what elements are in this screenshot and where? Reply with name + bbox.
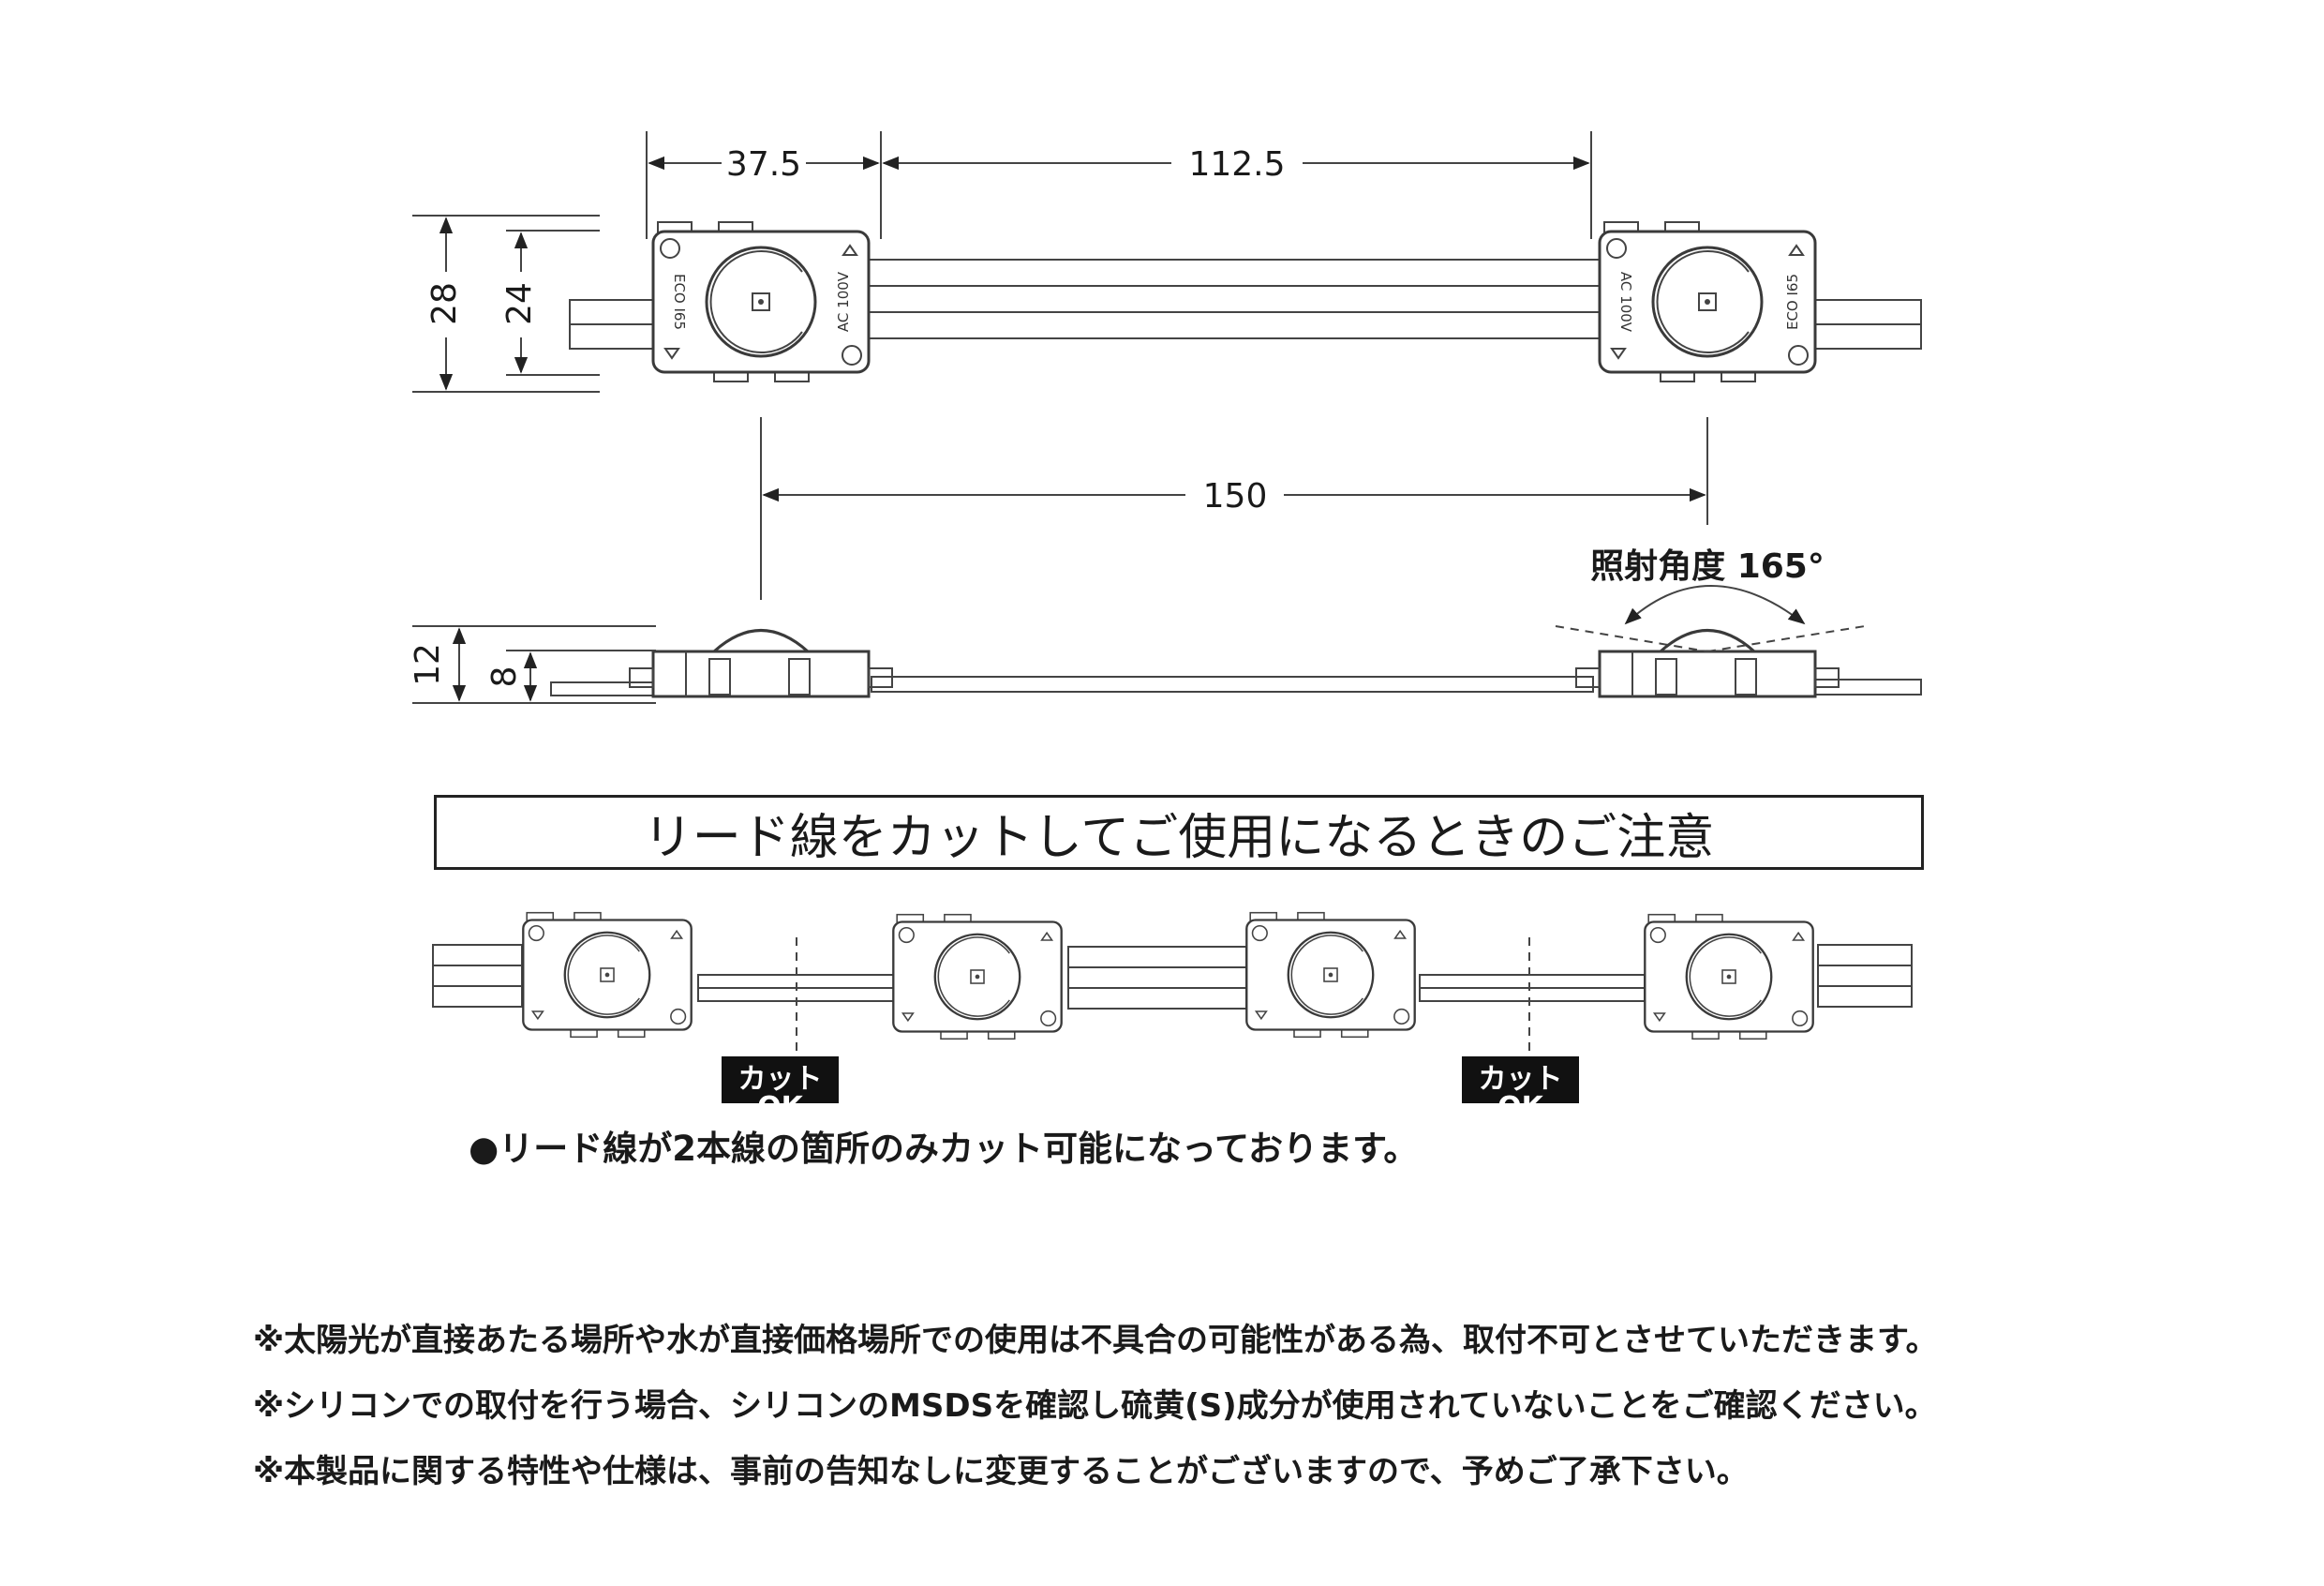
side-height-outer-value: 12 [409,643,447,686]
cut-ok-badge-right: カットOK [1462,1056,1579,1122]
side-height-inner-value: 8 [485,666,524,688]
dimension-side-height-inner: 8 [485,650,656,702]
voltage-label: AC 100V [835,271,852,332]
model-label: ECO I65 [671,274,688,330]
voltage-label: AC 100V [1617,272,1634,333]
notes-list: ※太陽光が直接あたる場所や水が直接価格場所での使用は不具合の可能性がある為、取付… [253,1308,1938,1504]
height-inner-value: 24 [500,282,539,325]
pitch-value: 150 [1203,477,1268,516]
led-module-right: AC 100V ECO I65 [1598,220,1817,383]
left-input-cable [569,299,655,350]
dimension-pitch: 150 [760,417,1708,600]
dimension-module-width: 37.5 [646,131,882,239]
side-view [550,629,1922,698]
beam-angle-label: 照射角度 165° [1590,547,1825,586]
dimension-height-outer: 28 [412,215,600,393]
connecting-cable [866,259,1613,339]
cut-note: ●リード線が2本線の箇所のみカット可能になっております。 [469,1129,1419,1169]
right-output-cable [1812,299,1922,350]
pitch-gap-value: 112.5 [1188,145,1285,184]
cut-ok-badge-left: カットOK [722,1056,839,1122]
height-outer-value: 28 [425,282,464,325]
beam-angle: 照射角度 165° [1555,547,1866,652]
dimension-height-inner: 24 [500,230,600,376]
dimension-side-height-outer: 12 [409,625,656,704]
module-width-value: 37.5 [726,145,801,184]
note-sunlight-water: ※太陽光が直接あたる場所や水が直接価格場所での使用は不具合の可能性がある為、取付… [253,1322,1938,1359]
model-label: ECO I65 [1784,274,1801,330]
note-silicone: ※シリコンでの取付を行う場合、シリコンのMSDSを確認し硫黄(S)成分が使用され… [253,1387,1937,1425]
note-spec-change: ※本製品に関する特性や仕様は、事前の告知なしに変更することがございますので、予め… [253,1453,1749,1490]
cut-illustration [432,911,1913,1059]
dimension-pitch-gap: 112.5 [882,131,1592,239]
cut-caution-banner: リード線をカットしてご使用になるときのご注意 [434,795,1924,870]
led-module-left: ECO I65 AC 100V [651,220,871,383]
